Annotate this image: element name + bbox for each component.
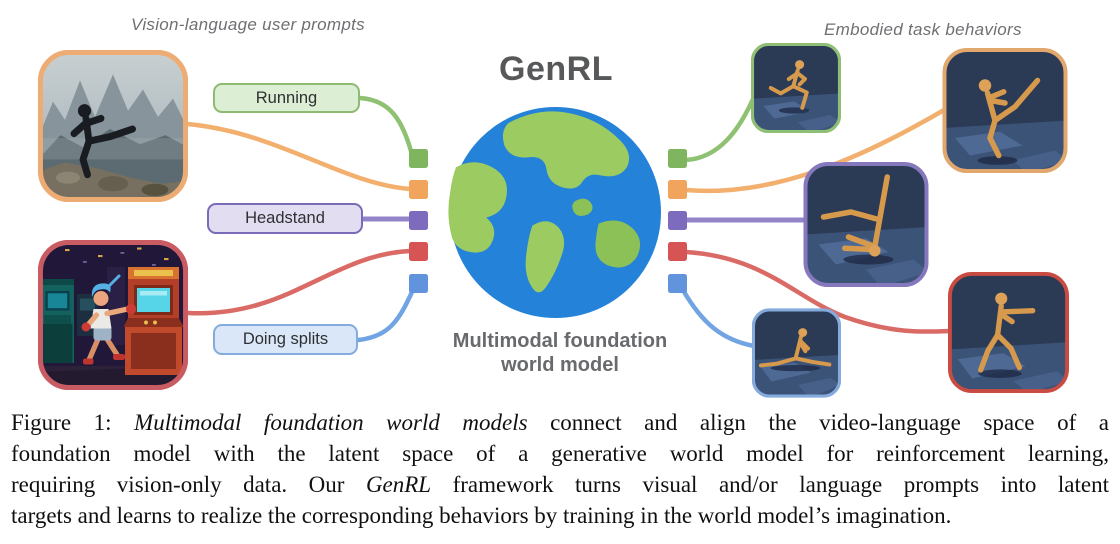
boxer-figure bbox=[81, 274, 137, 365]
connector-overlay bbox=[184, 95, 952, 349]
model-subtitle-line2: world model bbox=[501, 354, 619, 376]
humanoid-splits bbox=[752, 308, 841, 398]
caption-line: targets and learns to realize the corres… bbox=[11, 500, 1109, 531]
model-subtitle-line1: Multimodal foundation bbox=[452, 330, 668, 352]
caption-segment: foundation model with the latent space o… bbox=[11, 441, 1109, 466]
latent-square-left-kick bbox=[409, 180, 428, 199]
arcade-cabinet-left bbox=[41, 279, 74, 363]
latent-square-left-headstand bbox=[409, 211, 428, 230]
latent-square-right-splits bbox=[668, 274, 687, 293]
prompt-label-running: Running bbox=[255, 88, 318, 107]
caption-segment: targets and learns to realize the corres… bbox=[11, 503, 952, 528]
latent-square-left-boxing bbox=[409, 242, 428, 261]
caption-italic-segment: Multimodal foundation world models bbox=[134, 410, 528, 435]
caption-segment: Figure 1: bbox=[11, 410, 135, 435]
connector-left-splits bbox=[355, 289, 415, 343]
prompt-label-doing-splits: Doing splits bbox=[242, 330, 329, 348]
latent-square-right-running bbox=[668, 149, 687, 168]
connector-left-kick bbox=[184, 121, 413, 192]
latent-square-right-headstand bbox=[668, 211, 687, 230]
connector-right-splits bbox=[680, 287, 757, 349]
left-group-label: Vision-language user prompts bbox=[131, 15, 365, 34]
martial-artist-kick-photo bbox=[38, 50, 188, 202]
prompt-label-headstand: Headstand bbox=[245, 209, 325, 227]
caption-italic-segment: GenRL bbox=[365, 472, 432, 497]
caption-line: Figure 1: Multimodal foundation world mo… bbox=[11, 407, 1109, 438]
prompt-box-doing-splits: Doing splits bbox=[213, 324, 358, 355]
prompt-box-headstand: Headstand bbox=[207, 203, 363, 234]
latent-square-left-splits bbox=[409, 274, 428, 293]
connector-left-boxing bbox=[185, 248, 413, 316]
caption-line: requiring vision-only data. Our GenRL fr… bbox=[11, 469, 1109, 500]
prompt-box-running: Running bbox=[213, 83, 360, 113]
figure-caption: Figure 1: Multimodal foundation world mo… bbox=[0, 407, 1120, 531]
genrl-title: GenRL bbox=[499, 50, 613, 88]
connector-left-running bbox=[357, 95, 414, 154]
earth-globe-icon bbox=[448, 105, 663, 320]
latent-square-left-running bbox=[409, 149, 428, 168]
humanoid-kick bbox=[942, 48, 1068, 173]
latent-square-right-kick bbox=[668, 180, 687, 199]
caption-segment: connect and align the video-language spa… bbox=[527, 410, 1109, 435]
martial-artist-silhouette bbox=[70, 114, 136, 179]
arcade-cabinet-right bbox=[123, 267, 184, 375]
model-subtitle: Multimodal foundation world model bbox=[410, 329, 710, 377]
caption-segment: requiring vision-only data. Our bbox=[11, 472, 366, 497]
latent-square-right-boxing bbox=[668, 242, 687, 261]
caption-line: foundation model with the latent space o… bbox=[11, 438, 1109, 469]
connector-right-boxing bbox=[683, 249, 952, 334]
connector-right-running bbox=[683, 96, 756, 163]
right-group-label: Embodied task behaviors bbox=[824, 20, 1022, 39]
caption-segment: framework turns visual and/or language p… bbox=[431, 472, 1109, 497]
humanoid-headstand bbox=[803, 162, 929, 287]
arcade-boxer-illustration bbox=[38, 240, 188, 390]
humanoid-running bbox=[751, 43, 841, 133]
humanoid-boxing bbox=[947, 272, 1070, 393]
